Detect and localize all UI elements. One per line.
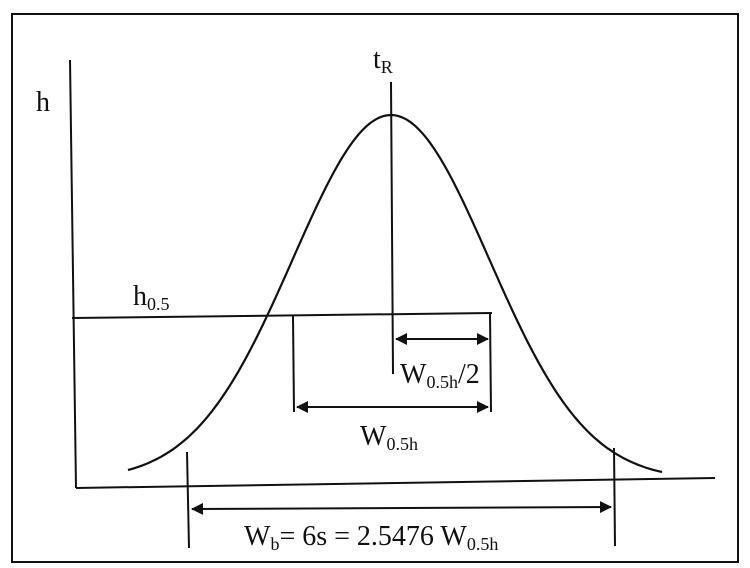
retention-time-line [390,81,394,375]
gaussian-peak-curve [127,113,663,474]
half-width-label: W0.5h [360,421,418,454]
figure-frame [11,13,739,563]
y-axis-label: h [36,87,50,118]
retention-time-label: tR [373,44,393,77]
right-base-drop [613,447,616,547]
y-axis [69,59,77,489]
half-height-line [71,312,493,319]
left-half-width-drop [292,315,295,413]
left-base-drop [186,451,190,549]
base-width-equation: Wb= 6s = 2.5476 W0.5h [244,521,498,554]
half-height-label: h0.5 [133,281,170,314]
x-axis [75,477,716,489]
base-width-arrow [191,501,612,515]
right-half-width-drop [489,312,492,413]
half-width-half-label: W0.5h/2 [400,359,480,392]
